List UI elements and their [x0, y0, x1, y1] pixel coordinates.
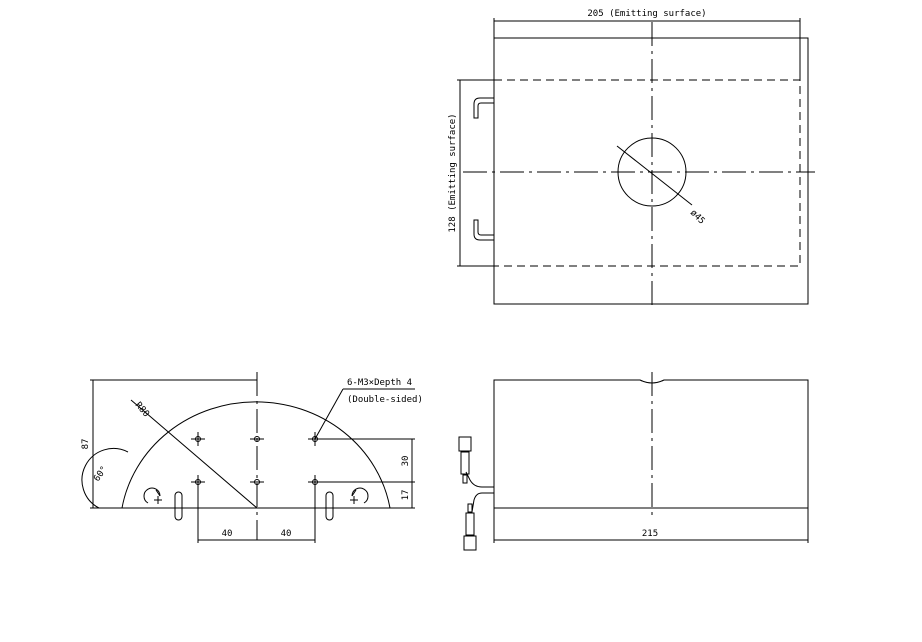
side-view-arc — [121, 401, 391, 509]
hole-diameter-label: ø45 — [688, 208, 707, 227]
fitting-bot-b — [465, 512, 475, 536]
front-view-outline — [493, 379, 809, 509]
top-view-outline — [493, 37, 809, 305]
fitting-bot-a — [463, 535, 477, 551]
dim-30-label: 30 — [401, 456, 411, 467]
mounting-holes — [191, 432, 322, 489]
slot-left — [174, 491, 183, 521]
front-view: 215 — [458, 372, 809, 551]
fitting-top-b — [460, 451, 470, 475]
pipe-upper — [465, 471, 494, 488]
length-dim-label: 215 — [642, 529, 658, 539]
pipe-lower — [471, 492, 494, 513]
height-dim-label: 128 (Emitting surface) — [448, 113, 458, 232]
angle-arc — [81, 448, 129, 509]
hole-5 — [250, 479, 264, 485]
hole-2 — [250, 436, 264, 442]
emitting-surface-outline — [493, 79, 801, 267]
hole-leader — [616, 145, 693, 206]
hole-note-leader — [314, 388, 344, 440]
angle-label: 60° — [92, 465, 110, 484]
slot-right — [325, 491, 334, 521]
side-view: R80 60° 87 6-M3×Depth 4 (Double-sided) 3… — [81, 372, 423, 543]
dim-40-right-label: 40 — [281, 529, 292, 539]
dim-40-left-label: 40 — [222, 529, 233, 539]
pipe-connector-top — [473, 97, 494, 119]
center-hole — [617, 137, 687, 207]
width-dim-label: 205 (Emitting surface) — [587, 9, 706, 19]
top-view: ø45 205 (Emitting surface) 128 (Emitting… — [448, 9, 815, 308]
rotation-arrow-right-icon — [350, 487, 369, 504]
dim-17-label: 17 — [401, 490, 411, 501]
hole-note-line1: 6-M3×Depth 4 — [347, 378, 412, 388]
side-height-label: 87 — [81, 439, 91, 450]
fitting-top-c — [462, 474, 468, 484]
hole-1 — [191, 432, 205, 446]
hole-note-line2: (Double-sided) — [347, 395, 423, 405]
rotation-arrow-left-icon — [143, 487, 162, 504]
fitting-top-a — [458, 436, 472, 452]
fitting-bot-c — [467, 503, 473, 513]
radius-leader — [130, 399, 258, 509]
pipe-connector-bottom — [473, 219, 494, 241]
